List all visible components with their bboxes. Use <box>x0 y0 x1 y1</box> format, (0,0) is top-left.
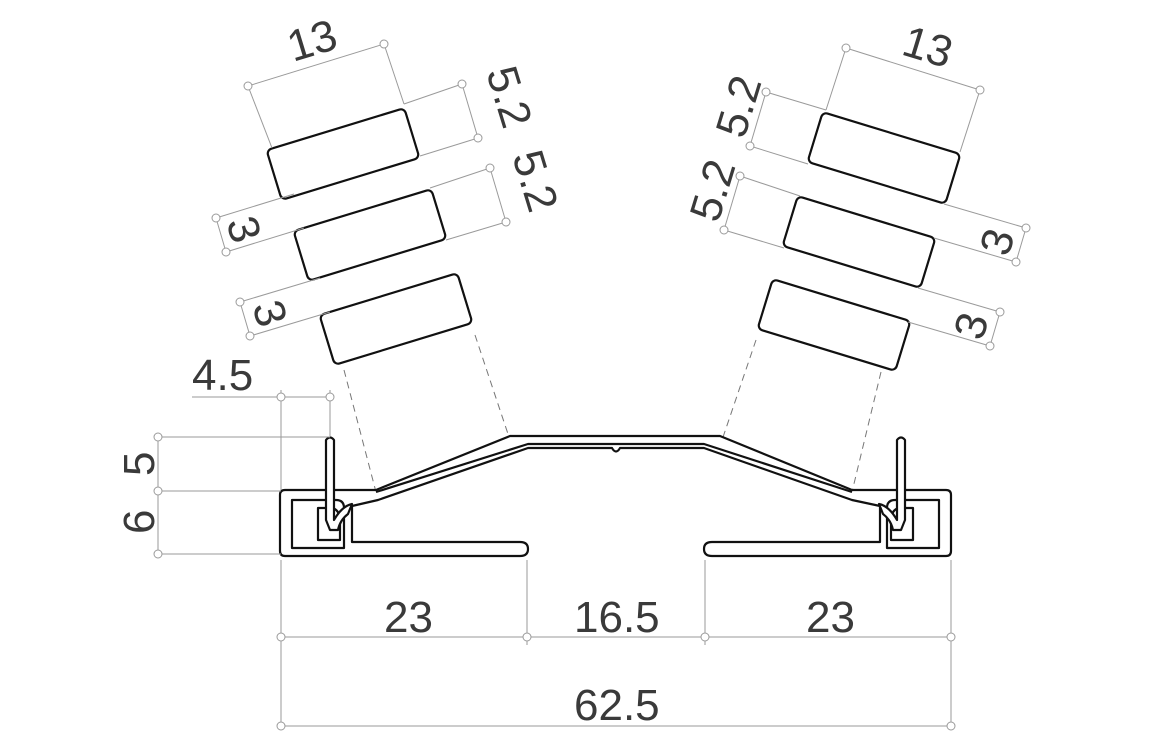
dim-upper-height: 5 <box>115 452 164 476</box>
right-module-3 <box>757 279 911 371</box>
dim-top-left-width: 13 <box>282 10 343 71</box>
dim-top-right-width: 13 <box>897 17 958 78</box>
right-module-2 <box>782 196 936 288</box>
dim-left-gap-2: 3 <box>242 295 296 333</box>
right-module-1 <box>807 112 961 204</box>
profile-cross-section <box>278 434 953 558</box>
right-module-stack <box>757 112 961 371</box>
left-module-2 <box>293 189 447 281</box>
dim-right-gap-1: 3 <box>971 223 1025 261</box>
dim-lower-height: 6 <box>115 510 164 534</box>
profile-left-clip <box>324 436 354 532</box>
dim-middle-segment: 16.5 <box>574 593 660 642</box>
dim-left-gap-1: 3 <box>216 211 270 249</box>
dim-flange-width: 4.5 <box>192 351 253 400</box>
dim-right-module-1-height: 5.2 <box>707 70 772 143</box>
dim-right-module-2-height: 5.2 <box>681 154 746 227</box>
left-module-3 <box>319 273 473 365</box>
left-module-1 <box>266 108 420 200</box>
dimension-lines <box>153 39 1031 731</box>
dimension-labels: 13 13 5.2 5.2 3 3 5.2 5.2 3 3 4.5 5 6 23… <box>115 10 1025 730</box>
left-module-stack <box>266 108 473 365</box>
profile-body <box>278 434 953 558</box>
dim-right-gap-2: 3 <box>945 307 999 345</box>
dim-total-width: 62.5 <box>574 681 660 730</box>
dim-right-segment: 23 <box>806 593 855 642</box>
dim-left-segment: 23 <box>384 593 433 642</box>
projection-lines <box>343 334 882 493</box>
profile-right-clip <box>877 436 907 532</box>
dim-left-module-1-height: 5.2 <box>476 61 541 134</box>
dim-left-module-2-height: 5.2 <box>502 145 567 218</box>
